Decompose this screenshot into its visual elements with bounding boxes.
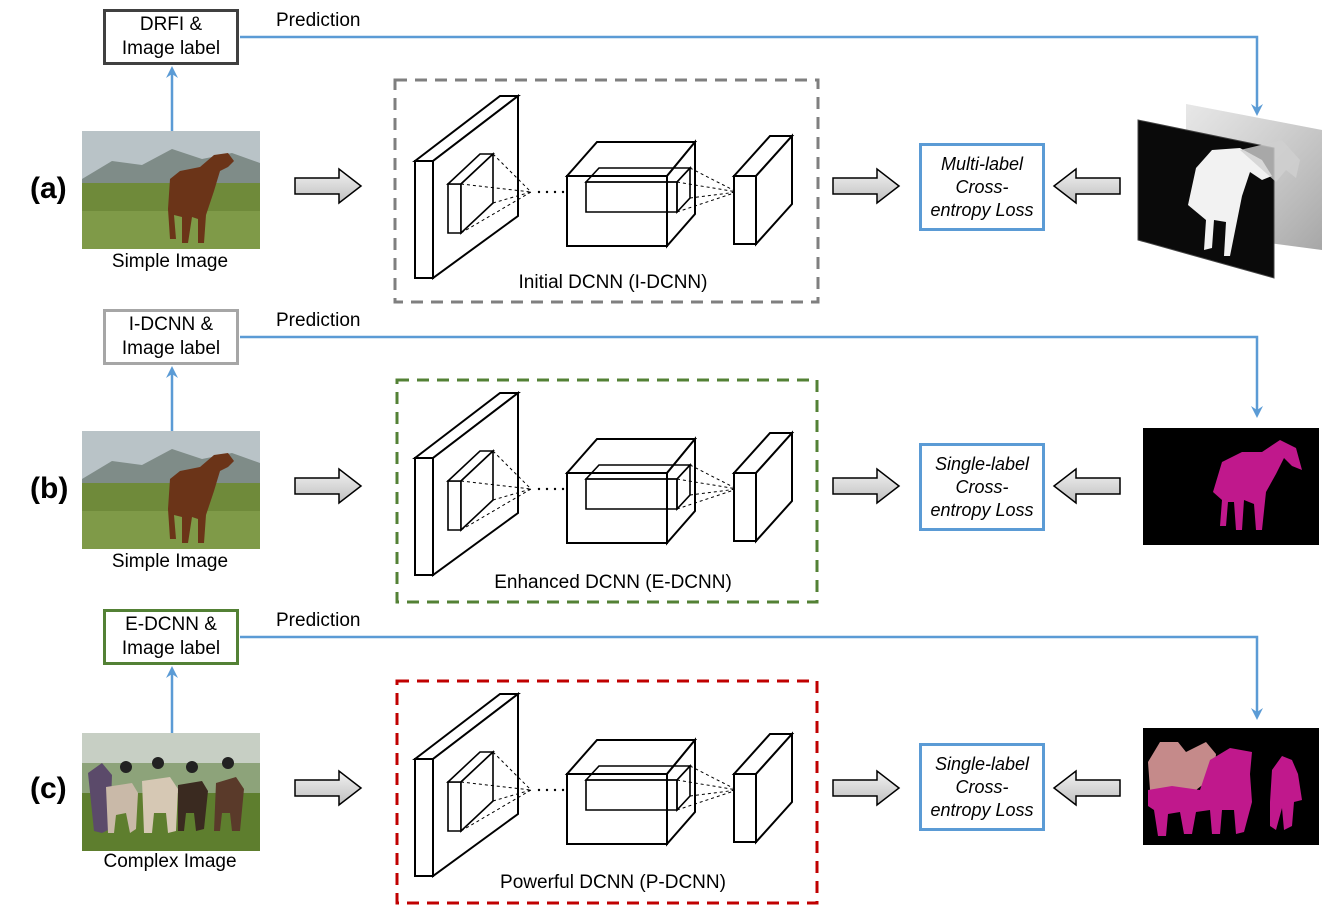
loss-b-line3: entropy Loss xyxy=(930,499,1034,520)
simple-image-a xyxy=(82,131,260,249)
source-box-a-line2: Image label xyxy=(121,38,221,59)
prediction-label-a: Prediction xyxy=(276,10,361,31)
source-box-b-line2: Image label xyxy=(121,338,221,359)
probability-maps xyxy=(1137,104,1322,279)
input-arrow-c xyxy=(294,770,362,806)
prediction-arrow-b xyxy=(240,335,1263,418)
network-frame-b xyxy=(395,378,819,604)
network-label-c: Powerful DCNN (P-DCNN) xyxy=(500,872,726,893)
loss-a-line2: Cross- xyxy=(955,176,1009,197)
network-label-b: Enhanced DCNN (E-DCNN) xyxy=(494,572,732,593)
row-b xyxy=(166,335,1319,604)
source-box-a: DRFI & Image label xyxy=(103,9,239,65)
loss-box-a: Multi-label Cross- entropy Loss xyxy=(919,143,1045,231)
loss-c-line2: Cross- xyxy=(955,776,1009,797)
loss-a-line1: Multi-label xyxy=(940,153,1024,174)
loss-box-b: Single-label Cross- entropy Loss xyxy=(919,443,1045,531)
network-blocks-b xyxy=(414,392,793,576)
network-frame-c xyxy=(395,679,819,905)
network-blocks-a xyxy=(414,95,793,279)
image-caption-b: Simple Image xyxy=(111,551,229,572)
segmentation-mask-c xyxy=(1143,728,1319,845)
row-label-c: (c) xyxy=(30,772,67,805)
output-arrow-b xyxy=(832,468,900,504)
row-c xyxy=(166,635,1319,905)
target-arrow-c xyxy=(1053,770,1121,806)
row-label-a: (a) xyxy=(30,172,67,205)
source-box-b: I-DCNN & Image label xyxy=(103,309,239,365)
prediction-label-b: Prediction xyxy=(276,310,361,331)
source-box-c-line1: E-DCNN & xyxy=(125,614,217,635)
prediction-label-c: Prediction xyxy=(276,610,361,631)
loss-a-line3: entropy Loss xyxy=(930,199,1034,220)
prediction-arrow-a xyxy=(240,35,1263,116)
segmentation-mask-b xyxy=(1143,428,1319,545)
loss-c-line3: entropy Loss xyxy=(930,799,1034,820)
row-label-b: (b) xyxy=(30,472,69,505)
output-arrow-a xyxy=(832,168,900,204)
source-box-b-line1: I-DCNN & xyxy=(128,314,214,335)
network-frame-a xyxy=(393,78,820,304)
source-box-c-line2: Image label xyxy=(121,638,221,659)
target-arrow-a xyxy=(1053,168,1121,204)
loss-b-line1: Single-label xyxy=(934,453,1030,474)
input-arrow-a xyxy=(294,168,362,204)
image-caption-c: Complex Image xyxy=(103,851,237,872)
image-caption-a: Simple Image xyxy=(111,251,229,272)
row-a xyxy=(166,35,1322,304)
prediction-arrow-c xyxy=(240,635,1263,720)
complex-image-c xyxy=(82,733,260,851)
loss-b-line2: Cross- xyxy=(955,476,1009,497)
loss-box-c: Single-label Cross- entropy Loss xyxy=(919,743,1045,831)
target-arrow-b xyxy=(1053,468,1121,504)
loss-c-line1: Single-label xyxy=(934,753,1030,774)
source-box-c: E-DCNN & Image label xyxy=(103,609,239,665)
source-box-a-line1: DRFI & xyxy=(139,14,203,35)
input-arrow-b xyxy=(294,468,362,504)
simple-image-b xyxy=(82,431,260,549)
network-blocks-c xyxy=(414,693,793,877)
output-arrow-c xyxy=(832,770,900,806)
network-label-a: Initial DCNN (I-DCNN) xyxy=(518,272,708,293)
